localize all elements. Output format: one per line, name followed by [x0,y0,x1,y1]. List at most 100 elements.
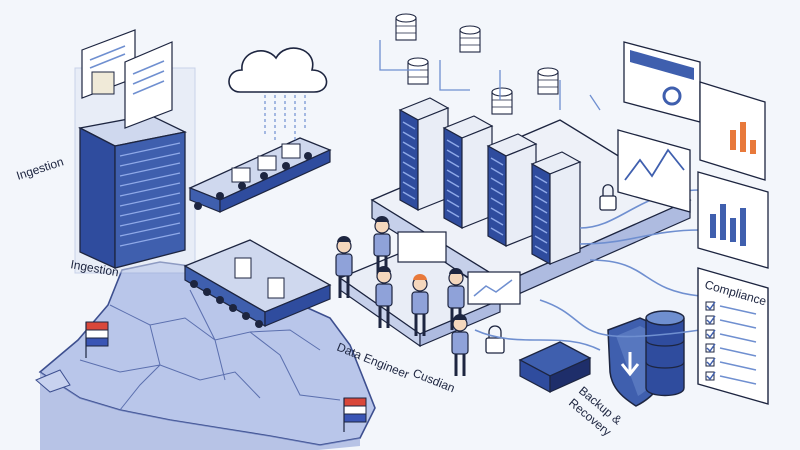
ingestion-label-top: Ingestion [15,154,66,182]
server-rack-lines [119,142,181,247]
checkbox [705,343,715,353]
database-top [537,67,559,77]
server-slot [402,161,416,170]
wheel [304,152,312,160]
check-mark [706,301,716,311]
server-slot [402,191,416,200]
server-slot [490,217,504,226]
server-slot [534,215,548,224]
database-top [459,25,481,35]
person-body [411,291,429,315]
compliance-checklist [697,267,769,405]
check-mark [706,315,716,325]
checkbox [705,329,715,339]
server-slot [534,235,548,244]
checklist-items [705,301,757,385]
person-body [451,331,469,355]
hair [377,266,391,272]
checkbox [705,301,715,311]
server-slot [490,227,504,236]
checklist-line [719,361,757,371]
wheel [190,280,198,288]
server-cluster [398,97,582,266]
person-body [375,283,393,307]
server-slot [446,149,460,158]
conveyor-wheels [190,152,312,328]
lock-icon [485,325,505,354]
chart-icon [697,171,769,269]
chart-icon [699,81,766,181]
server-front [549,161,581,265]
check-mark [706,343,716,353]
backup-device [518,341,592,393]
document-icon [81,29,136,99]
conveyor-belt-top [188,137,332,213]
person-body [335,253,353,277]
server-slot [402,151,416,160]
wheel [203,288,211,296]
checkbox [705,315,715,325]
server-slot [119,232,181,247]
checklist-line [719,347,757,357]
wheel [282,162,290,170]
server-slot [119,212,181,227]
server-slot [490,207,504,216]
server-slot [490,167,504,176]
server-slot [446,139,460,148]
server-slot [490,187,504,196]
server-slot [119,222,181,237]
server-slot [446,169,460,178]
server-slot [446,189,460,198]
cloud-icon [228,47,328,140]
chart-icon [623,41,701,123]
hair [337,236,351,242]
lock-icon [599,184,617,211]
server-slot [534,195,548,204]
conveyor-belt-bottom [183,239,332,328]
team-members [335,216,469,376]
check-mark [706,371,716,381]
custodian-label: Cusdian [411,366,457,395]
server-slot [490,197,504,206]
wheel [194,202,202,210]
check-mark [706,329,716,339]
hair [453,314,467,320]
check-mark [706,357,716,367]
hair [449,268,463,274]
chart-icon [617,129,691,213]
server-slot [402,121,416,130]
database-top [491,87,513,97]
server-slot [446,159,460,168]
flag-icon [343,397,367,432]
server-slot [119,142,181,157]
hair [375,216,389,222]
database-top [395,13,417,23]
server-slot [490,157,504,166]
server-slot [402,171,416,180]
hair [413,274,427,280]
server-slot [402,181,416,190]
server-slot [119,202,181,217]
server-slot [402,141,416,150]
database-icon [645,310,685,397]
checklist-line [719,305,757,315]
wheel [229,304,237,312]
server-slot [490,177,504,186]
flag-icon [85,321,109,358]
server-slot [119,172,181,187]
checklist-line [719,319,757,329]
person-body [447,285,465,309]
server-slot [119,182,181,197]
checkbox [705,357,715,367]
checklist-line [719,333,757,343]
server-slot [534,205,548,214]
server-slot [402,131,416,140]
server-slot [119,192,181,207]
wheel [242,312,250,320]
wheel [255,320,263,328]
server-slot [534,245,548,254]
database-icons [395,13,559,115]
person-body [373,233,391,257]
wheel [260,172,268,180]
